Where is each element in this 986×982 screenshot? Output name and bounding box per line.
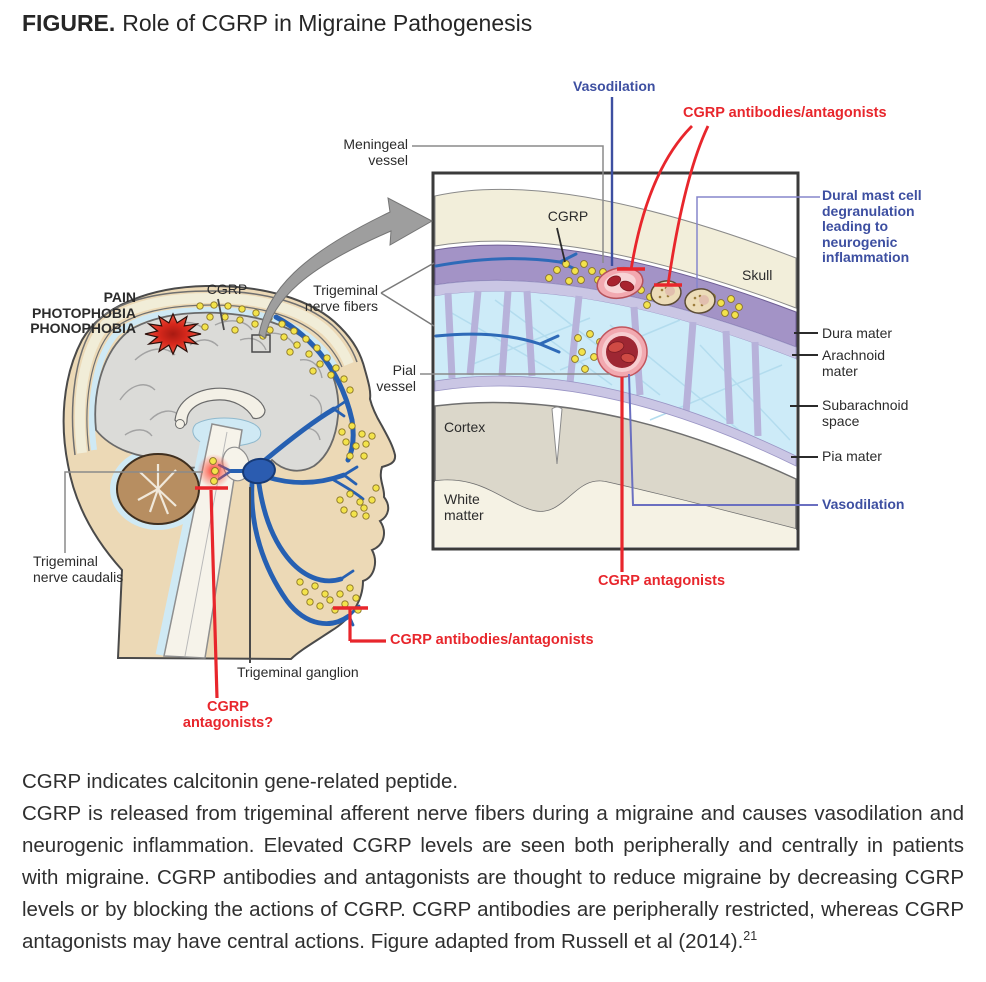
head-cgrp-leader xyxy=(217,298,225,331)
cortex-sulcus xyxy=(551,406,563,465)
cgrp-antibodies-top-label: CGRP antibodies/antagonists xyxy=(683,105,887,121)
pial-vessel-label: Pial vessel xyxy=(376,362,416,394)
vasodilation-right-leader xyxy=(628,373,818,506)
jaw-inhibitor-bracket xyxy=(333,606,386,643)
caudalis-leader xyxy=(64,471,203,553)
cgrp-dots-head xyxy=(196,301,380,614)
head-illustration xyxy=(62,284,397,661)
caption-body: CGRP is released from trigeminal afferen… xyxy=(22,798,964,958)
inset-cross-section xyxy=(431,171,800,551)
cgrp-antagonists-bottom-label: CGRP antagonists xyxy=(598,573,726,589)
inset-cgrp-label: CGRP xyxy=(547,208,589,224)
corpus-callosum xyxy=(174,387,266,427)
pial-vessel xyxy=(596,326,648,378)
dural-mast-cell-label: Dural mast cell degranulation leading to… xyxy=(822,187,922,265)
skull-outer-line xyxy=(71,290,358,456)
dura-mater-label: Dura mater xyxy=(822,325,893,341)
subarachnoid-nerve-fiber xyxy=(434,332,561,354)
caption-reference-superscript: 21 xyxy=(743,929,758,944)
vasodilation-top-label: Vasodilation xyxy=(573,78,656,94)
skull-label: Skull xyxy=(742,267,773,283)
trigeminal-caudalis-label: Trigeminal nerve caudalis xyxy=(33,553,124,585)
figure-title-text: Role of CGRP in Migraine Pathogenesis xyxy=(122,10,533,36)
inset-skull-band xyxy=(434,188,797,309)
figure-caption: CGRP indicates calcitonin gene-related p… xyxy=(22,766,964,958)
trigeminal-fibers-label: Trigeminal nerve fibers xyxy=(304,282,378,314)
pain-photophobia-label: PAIN PHOTOPHOBIA PHONOPHOBIA xyxy=(30,289,136,336)
cgrp-antagonists-q-label: CGRP antagonists? xyxy=(182,699,274,731)
meningeal-vessel-label: Meningeal vessel xyxy=(343,136,408,168)
fibers-bracket xyxy=(380,262,435,327)
inset-cortex xyxy=(434,401,797,530)
cgrp-antagonists-q-inhibitor xyxy=(195,486,228,699)
mast-cells xyxy=(650,280,716,314)
pain-starburst-icon xyxy=(144,312,202,356)
vasodilation-right-label: Vasodilation xyxy=(822,496,905,512)
layer-leaders xyxy=(790,332,818,458)
mast-cell-leader xyxy=(696,196,820,288)
inset-white-matter xyxy=(435,480,796,547)
cortex-label: Cortex xyxy=(444,419,486,435)
pia-mater-label: Pia mater xyxy=(822,448,882,464)
head-cgrp-label: CGRP xyxy=(206,281,248,297)
figure-title-prefix: FIGURE. xyxy=(22,10,116,36)
trigeminal-nerves xyxy=(217,314,365,627)
inset-pia-band xyxy=(434,375,797,467)
head-cgrp-antibodies-label: CGRP antibodies/antagonists xyxy=(390,632,594,648)
csf-band xyxy=(88,306,339,451)
meningeal-vessel xyxy=(596,266,644,300)
trigeminal-ganglion xyxy=(242,457,276,485)
caption-body-text: CGRP is released from trigeminal afferen… xyxy=(22,801,964,953)
corpus-callosum-genu xyxy=(175,419,185,429)
zoom-arrow-icon xyxy=(258,197,434,339)
cerebellum-arbor xyxy=(137,464,177,515)
subarachnoid-space-label: Subarachnoid space xyxy=(822,397,909,429)
antibody-inhibitor-curves xyxy=(617,125,710,287)
leader-lines xyxy=(64,97,820,699)
skull-bone-band xyxy=(74,292,354,454)
arachnoid-mater-label: Arachnoid mater xyxy=(822,347,886,379)
figure-title: FIGURE.Role of CGRP in Migraine Pathogen… xyxy=(22,10,532,37)
white-matter-label: White matter xyxy=(444,491,484,523)
inset-cgrp-leader xyxy=(556,227,566,263)
trigeminal-ganglion-label: Trigeminal ganglion xyxy=(237,664,359,680)
meningeal-vessel-leader xyxy=(412,145,604,263)
inset-border xyxy=(431,171,800,551)
cgrp-dots-caudalis xyxy=(209,457,219,485)
caption-abbreviation-line: CGRP indicates calcitonin gene-related p… xyxy=(22,770,459,793)
